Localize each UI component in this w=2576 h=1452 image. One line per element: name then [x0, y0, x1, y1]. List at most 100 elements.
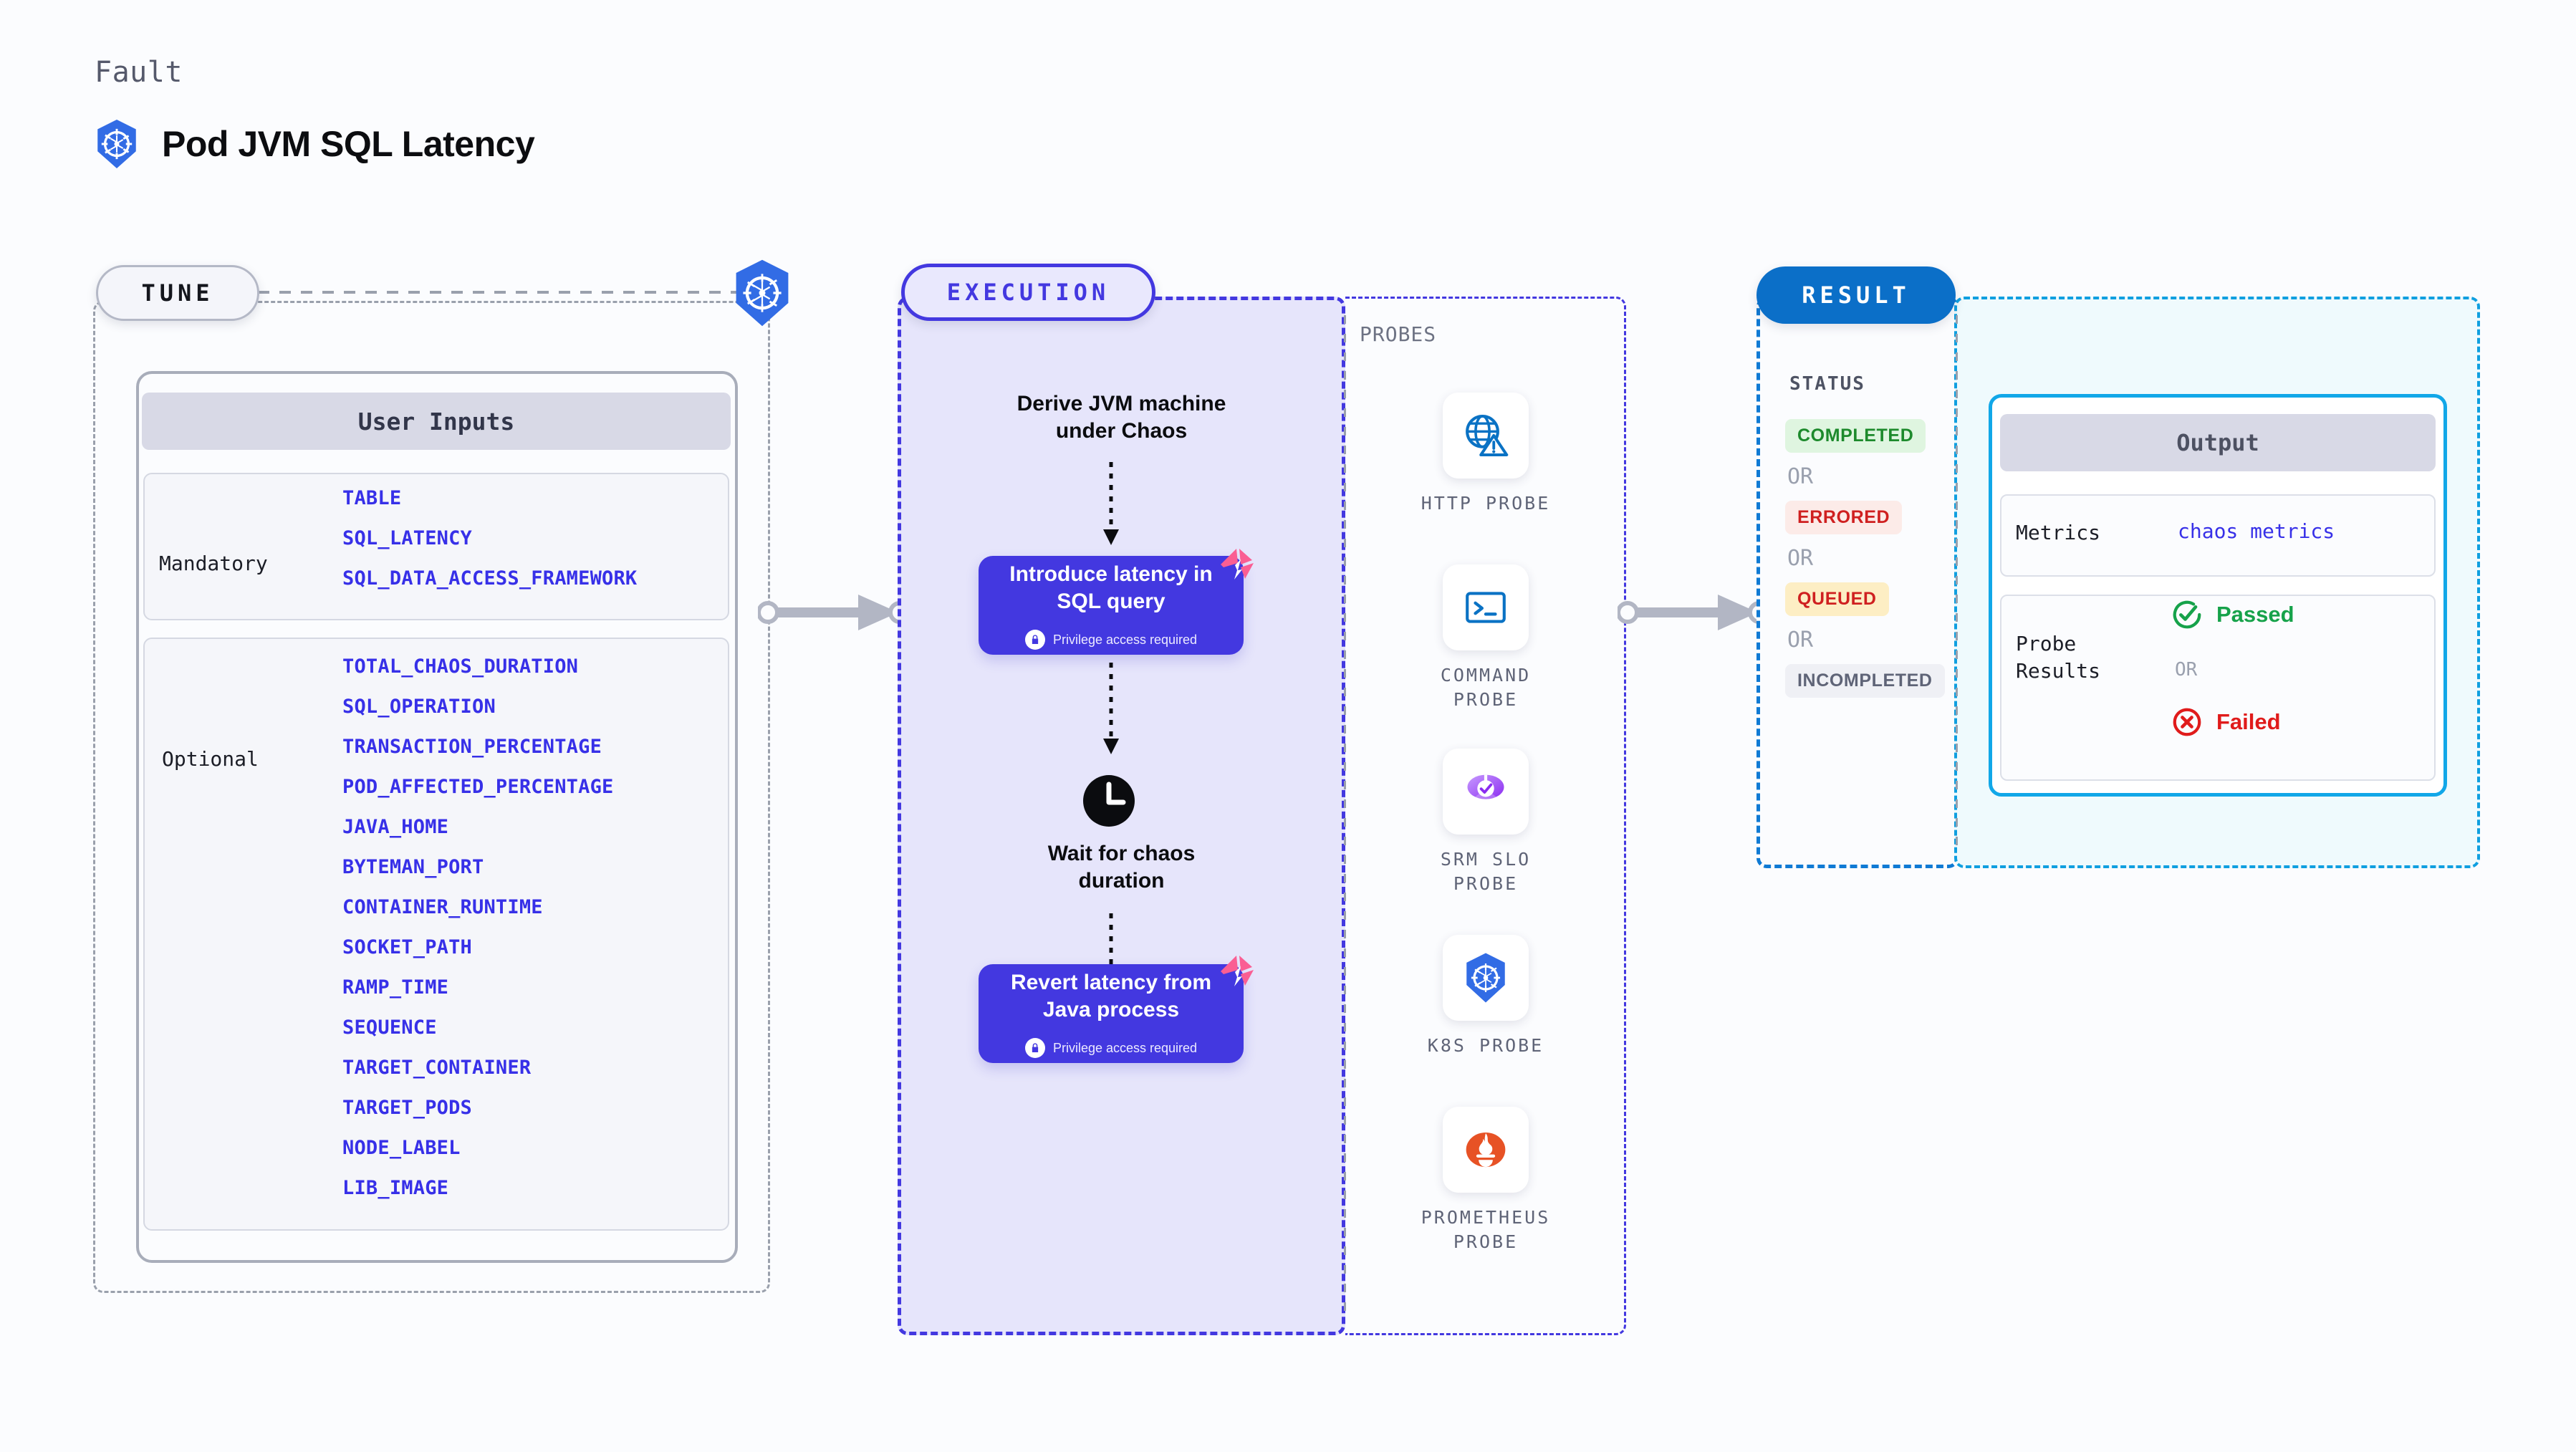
probes-section-label: PROBES — [1360, 322, 1437, 346]
check-circle-icon — [2173, 600, 2201, 629]
srm-slo-icon — [1467, 774, 1504, 802]
result-pill[interactable]: RESULT — [1756, 266, 1956, 324]
optional-params-box — [143, 638, 729, 1231]
privilege-note: Privilege access required — [1024, 1038, 1198, 1059]
param-item[interactable]: TARGET_PODS — [342, 1097, 473, 1119]
metrics-value[interactable]: chaos metrics — [2178, 519, 2335, 543]
kubernetes-icon — [1466, 953, 1505, 1003]
connector-execution-to-result — [1618, 595, 1771, 630]
clock-icon — [1083, 775, 1135, 827]
probe-srm-slo[interactable]: SRM SLO PROBE — [1400, 749, 1572, 896]
status-badge: ERRORED — [1785, 501, 1903, 534]
kubernetes-icon — [97, 120, 136, 168]
param-item[interactable]: SQL_LATENCY — [342, 527, 473, 549]
lock-icon — [1024, 630, 1045, 650]
status-or: OR — [1787, 546, 1814, 571]
privilege-label: Privilege access required — [1052, 1040, 1198, 1055]
mandatory-params-box — [143, 473, 729, 620]
probe-result-failed: Failed — [2171, 706, 2281, 739]
optional-param-list: TOTAL_CHAOS_DURATION SQL_OPERATION TRANS… — [342, 655, 613, 1199]
output-header: Output — [2000, 414, 2436, 471]
fault-title-row: Pod JVM SQL Latency — [93, 118, 535, 170]
prometheus-icon — [1466, 1132, 1506, 1168]
param-item[interactable]: CONTAINER_RUNTIME — [342, 896, 543, 918]
metrics-key: Metrics — [2016, 521, 2101, 544]
lock-icon — [1024, 1038, 1045, 1059]
arrow-introduce-to-wait — [1103, 663, 1119, 754]
execution-pill[interactable]: EXECUTION — [901, 264, 1155, 321]
param-item[interactable]: BYTEMAN_PORT — [342, 856, 484, 878]
status-badge: COMPLETED — [1785, 419, 1926, 453]
result-pill-label: RESULT — [1802, 282, 1911, 309]
param-item[interactable]: LIB_IMAGE — [342, 1177, 449, 1199]
probe-label: HTTP PROBE — [1421, 493, 1551, 514]
failed-label: Failed — [2216, 709, 2281, 734]
param-item[interactable]: TARGET_CONTAINER — [342, 1057, 532, 1079]
optional-label: Optional — [162, 747, 259, 771]
param-item[interactable]: SQL_DATA_ACCESS_FRAMEWORK — [342, 567, 638, 590]
param-item[interactable]: TABLE — [342, 487, 402, 509]
passed-label: Passed — [2216, 602, 2294, 627]
output-probe-results-row — [2000, 595, 2436, 781]
execution-step-label: Derive JVM machine under Chaos — [1017, 392, 1226, 443]
param-item[interactable]: NODE_LABEL — [342, 1137, 461, 1159]
execution-action-title: Introduce latency in SQL query — [1009, 562, 1213, 613]
probe-http[interactable]: HTTP PROBE — [1400, 393, 1572, 516]
param-item[interactable]: SQL_OPERATION — [342, 696, 496, 718]
page-title: Pod JVM SQL Latency — [162, 124, 535, 164]
user-inputs-title: User Inputs — [357, 407, 515, 436]
execution-step-wait: Wait for chaos duration — [898, 840, 1345, 895]
globe-warning-icon — [1466, 414, 1509, 457]
probe-tile — [1443, 749, 1529, 835]
probe-command[interactable]: COMMAND PROBE — [1400, 564, 1572, 712]
tune-dashed-connector — [258, 291, 752, 294]
output-metrics-row — [2000, 494, 2436, 577]
param-item[interactable]: TRANSACTION_PERCENTAGE — [342, 736, 602, 758]
probe-prometheus[interactable]: PROMETHEUS PROBE — [1400, 1107, 1572, 1254]
execution-step-label: Wait for chaos duration — [1047, 842, 1196, 893]
fault-eyebrow: Fault — [95, 56, 183, 89]
output-panel-left-divider — [1956, 315, 1958, 851]
connector-tune-to-execution — [758, 595, 911, 630]
tune-pill-label: TUNE — [141, 279, 214, 307]
probe-label: K8S PROBE — [1427, 1035, 1544, 1056]
tune-kubernetes-node-icon — [736, 259, 789, 327]
execution-pill-label: EXECUTION — [946, 279, 1110, 306]
execution-action-revert-latency[interactable]: Revert latency from Java process Privile… — [979, 964, 1244, 1063]
status-list: COMPLETED OR ERRORED OR QUEUED OR INCOMP… — [1785, 419, 1945, 698]
output-title: Output — [2176, 429, 2259, 456]
probe-result-passed: Passed — [2171, 598, 2294, 631]
probe-tile — [1443, 564, 1529, 650]
status-badge: QUEUED — [1785, 582, 1889, 616]
privilege-label: Privilege access required — [1052, 632, 1198, 647]
status-label: STATUS — [1789, 373, 1865, 395]
litmus-icon — [1221, 549, 1254, 580]
execution-action-introduce-latency[interactable]: Introduce latency in SQL query Privilege… — [979, 556, 1244, 655]
probe-tile — [1443, 935, 1529, 1021]
status-badge: INCOMPLETED — [1785, 664, 1945, 698]
execution-action-title: Revert latency from Java process — [1010, 970, 1212, 1021]
param-item[interactable]: POD_AFFECTED_PERCENTAGE — [342, 776, 614, 798]
probe-result-or: OR — [2175, 659, 2198, 681]
probe-tile — [1443, 1107, 1529, 1193]
probe-label: PROMETHEUS PROBE — [1421, 1207, 1551, 1252]
param-item[interactable]: TOTAL_CHAOS_DURATION — [342, 655, 579, 678]
param-item[interactable]: SEQUENCE — [342, 1016, 437, 1039]
arrow-derive-to-introduce — [1103, 462, 1119, 545]
user-inputs-header: User Inputs — [142, 393, 731, 450]
status-or: OR — [1787, 464, 1814, 489]
terminal-icon — [1466, 592, 1506, 623]
probe-k8s[interactable]: K8S PROBE — [1400, 935, 1572, 1058]
privilege-note: Privilege access required — [1024, 630, 1198, 650]
param-item[interactable]: SOCKET_PATH — [342, 936, 473, 958]
probes-panel-left-divider — [1344, 315, 1346, 1317]
litmus-icon — [1221, 956, 1254, 986]
x-circle-icon — [2173, 708, 2201, 736]
probe-label: SRM SLO PROBE — [1440, 849, 1532, 894]
mandatory-param-list: TABLE SQL_LATENCY SQL_DATA_ACCESS_FRAMEW… — [342, 487, 637, 590]
tune-pill[interactable]: TUNE — [96, 265, 259, 321]
param-item[interactable]: RAMP_TIME — [342, 976, 449, 999]
probe-label: COMMAND PROBE — [1440, 665, 1532, 710]
param-item[interactable]: JAVA_HOME — [342, 816, 449, 838]
